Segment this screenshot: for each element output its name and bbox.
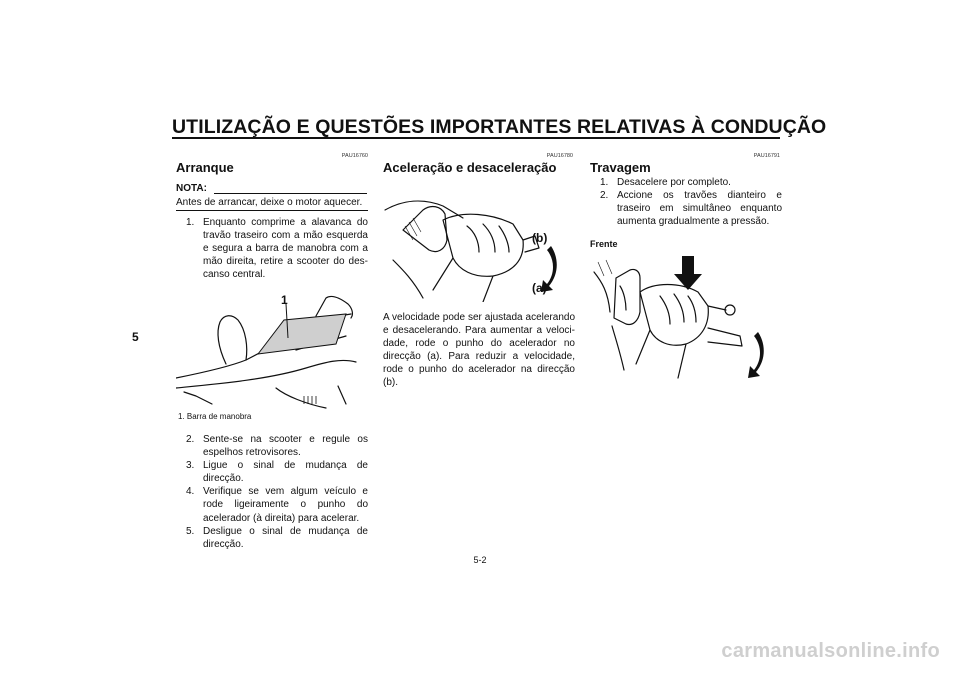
section-code: PAU16791 [753, 153, 780, 159]
arranque-steps-continued: 2.Sente-se na scooter e regule os espe­l… [186, 433, 368, 551]
watermark: carmanualsonline.info [721, 640, 940, 662]
page-title: UTILIZAÇÃO E QUESTÕES IMPORTANTES RELATI… [172, 116, 827, 138]
nota-text: Antes de arrancar, deixe o motor aquecer… [176, 197, 363, 208]
section-code: PAU16780 [546, 153, 573, 159]
arranque-step-list: 1.Enquanto comprime a alavanca do travão… [186, 216, 368, 281]
rotation-label-b: (b) [532, 231, 548, 245]
scooter-grab-bar-figure [176, 292, 368, 410]
list-item: 5.Desligue o sinal de mudança de direc­ç… [186, 525, 368, 550]
list-item: 2.Accione os travões dianteiro e traseir… [600, 190, 782, 228]
section-heading-arranque: Arranque [176, 160, 234, 175]
page-number: 5-2 [473, 555, 487, 565]
figure-label-frente: Frente [590, 239, 618, 249]
throttle-figure [383, 180, 575, 302]
nota-rule [214, 193, 367, 194]
section-heading-aceleracao: Aceleração e desaceleração [383, 160, 557, 175]
rotation-label-a: (a) [532, 281, 547, 295]
figure-caption: 1. Barra de manobra [178, 412, 252, 421]
aceleracao-paragraph: A velocidade pode ser ajustada acelerand… [383, 312, 575, 389]
list-item: 1.Desacelere por completo. [600, 177, 731, 188]
section-code: PAU16760 [341, 153, 368, 159]
title-underline [172, 137, 780, 139]
list-item: 1.Enquanto comprime a alavanca do travão… [186, 217, 368, 281]
list-item: 2.Sente-se na scooter e regule os espe­l… [186, 434, 368, 459]
list-item: 4.Verifique se vem algum veículo e rode … [186, 486, 368, 524]
figure-callout-1: 1 [281, 293, 288, 307]
brake-figure [590, 252, 780, 382]
chapter-tab: 5 [132, 330, 139, 344]
travagem-step-list: 1.Desacelere por completo. 2.Accione os t… [600, 176, 782, 228]
nota-label: NOTA: [176, 183, 207, 194]
nota-end-rule [176, 210, 368, 211]
list-item: 3.Ligue o sinal de mudança de direcção. [186, 460, 368, 485]
section-heading-travagem: Travagem [590, 160, 651, 175]
